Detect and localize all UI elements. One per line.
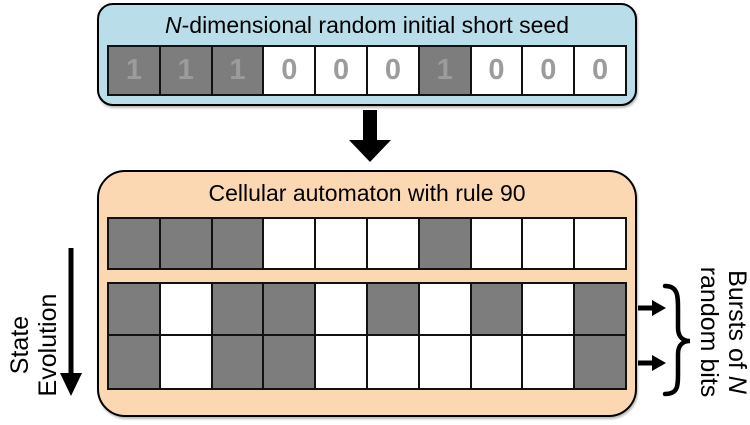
burst-arrow-bottom-icon xyxy=(638,355,666,371)
bit-cell: 0 xyxy=(471,47,524,94)
ca-state-row-0 xyxy=(107,217,627,270)
bit-cell: 1 xyxy=(419,47,472,94)
bit-cell xyxy=(471,336,524,388)
cellular-automaton-box: Cellular automaton with rule 90 xyxy=(97,170,637,417)
ca-state-row-1 xyxy=(109,284,625,336)
bit-cell xyxy=(575,219,625,268)
state-label-line1: State xyxy=(6,315,34,375)
bit-cell xyxy=(160,284,213,334)
bursts-label: Bursts of N random bits xyxy=(693,249,750,415)
bit-cell xyxy=(367,219,420,268)
bit-cell xyxy=(264,284,317,334)
bit-cell xyxy=(419,284,472,334)
bit-cell xyxy=(419,336,472,388)
bursts-label-line2: random bits xyxy=(695,266,723,398)
seed-title-italic-n: N xyxy=(165,12,182,38)
bit-cell xyxy=(523,284,576,334)
bit-cell xyxy=(471,219,524,268)
bit-cell xyxy=(471,284,524,334)
bit-cell xyxy=(316,219,368,268)
burst-arrow-top-icon xyxy=(638,300,666,316)
bit-cell xyxy=(419,219,472,268)
bit-cell xyxy=(160,219,213,268)
bit-cell: 1 xyxy=(109,47,161,94)
bursts-label-line1: Bursts of N xyxy=(723,249,750,415)
bit-cell: 0 xyxy=(316,47,368,94)
bit-cell: 0 xyxy=(264,47,317,94)
bit-cell xyxy=(367,284,420,334)
bit-cell xyxy=(316,336,368,388)
bursts-label-prefix: Bursts of xyxy=(723,270,750,376)
bit-cell: 0 xyxy=(523,47,576,94)
bit-cell xyxy=(523,219,576,268)
bit-cell xyxy=(264,219,317,268)
bit-cell xyxy=(212,284,265,334)
bit-cell xyxy=(160,336,213,388)
curly-brace-icon xyxy=(662,283,691,397)
bit-cell xyxy=(575,284,625,334)
bit-cell: 0 xyxy=(575,47,625,94)
bit-cell: 1 xyxy=(160,47,213,94)
bit-cell xyxy=(109,219,161,268)
bit-cell xyxy=(212,336,265,388)
bit-cell xyxy=(316,284,368,334)
bit-cell xyxy=(264,336,317,388)
down-arrow-icon xyxy=(349,110,391,162)
ca-state-row-2 xyxy=(109,336,625,388)
bit-cell: 0 xyxy=(367,47,420,94)
bit-cell xyxy=(109,336,161,388)
bit-cell xyxy=(575,336,625,388)
bursts-label-italic-n: N xyxy=(723,375,750,394)
state-evolution-arrow-icon xyxy=(60,248,82,396)
seed-box: N-dimensional random initial short seed … xyxy=(97,3,637,106)
bit-cell xyxy=(523,336,576,388)
bit-cell xyxy=(367,336,420,388)
seed-box-title: N-dimensional random initial short seed xyxy=(99,12,635,38)
ca-box-title: Cellular automaton with rule 90 xyxy=(208,180,526,206)
ca-burst-rows xyxy=(107,282,627,390)
bit-cell xyxy=(212,219,265,268)
bit-cell: 1 xyxy=(212,47,265,94)
seed-title-rest: -dimensional random initial short seed xyxy=(181,12,569,38)
bit-cell xyxy=(109,284,161,334)
